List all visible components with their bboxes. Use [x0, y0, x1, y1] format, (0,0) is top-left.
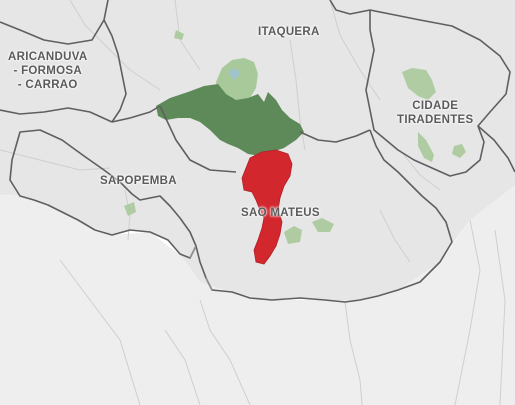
lake-water	[228, 68, 240, 80]
district-label-itaquera: ITAQUERA	[258, 25, 320, 39]
label-line: TIRADENTES	[397, 114, 474, 126]
district-label-sapopemba: SAPOPEMBA	[100, 174, 177, 188]
label-line: SAPOPEMBA	[100, 175, 177, 187]
outer-region	[0, 185, 515, 405]
district-label-sao-mateus: SAO MATEUS	[241, 206, 320, 220]
label-line: - FORMOSA	[13, 65, 82, 77]
label-line: ARICANDUVA	[8, 51, 88, 63]
park-area-dark	[156, 58, 304, 156]
city-boundary	[189, 245, 213, 291]
highlighted-district[interactable]	[241, 149, 293, 265]
district-label-aricanduva: ARICANDUVA - FORMOSA - CARRAO	[8, 50, 87, 92]
label-line: ITAQUERA	[258, 26, 320, 38]
label-line: - CARRAO	[17, 79, 78, 91]
district-borders	[0, 0, 515, 303]
label-line: SAO MATEUS	[241, 207, 320, 219]
district-label-cidade-tiradentes: CIDADE TIRADENTES	[397, 99, 473, 127]
label-line: CIDADE	[412, 100, 459, 112]
